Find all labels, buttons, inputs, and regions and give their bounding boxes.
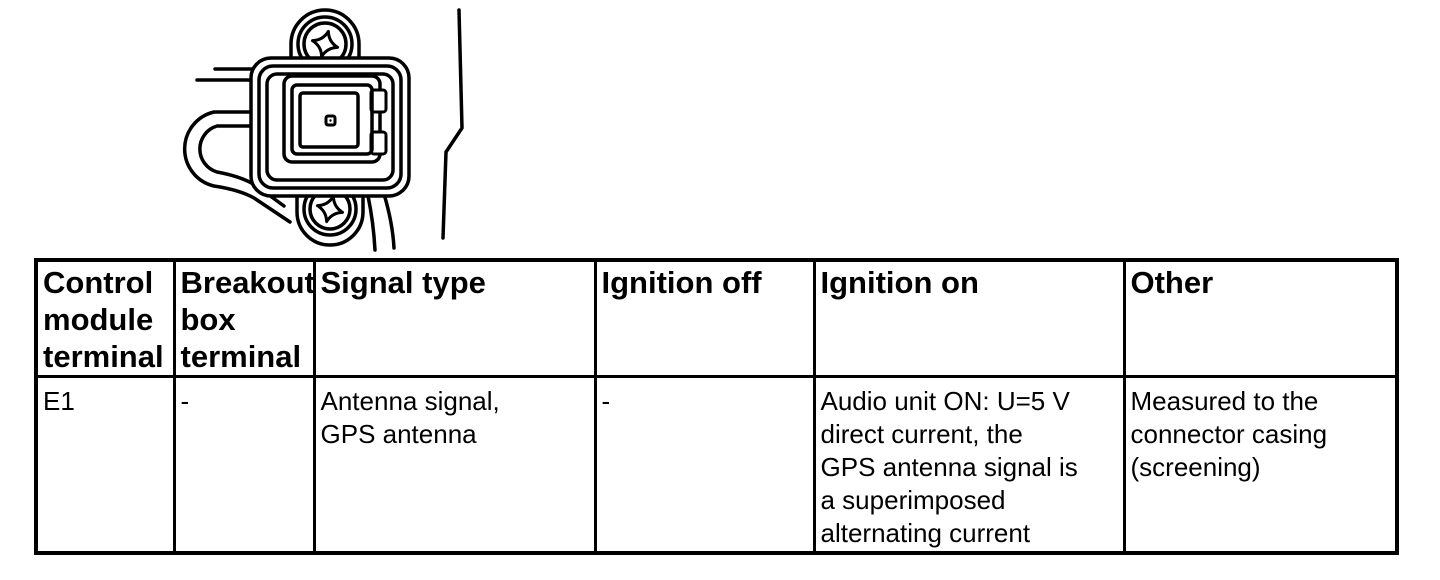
table-row: E1 - Antenna signal, GPS antenna - Audio… <box>34 375 1399 554</box>
header-ignition-on: Ignition on <box>812 258 1126 378</box>
gps-antenna-connector-illustration <box>182 8 464 252</box>
center-pin-hole <box>324 114 337 127</box>
phillips-cross-icon <box>315 194 345 224</box>
connector-body <box>249 56 411 198</box>
table-header-row: Control module terminal Breakout box ter… <box>34 258 1399 378</box>
cell-breakout-box-terminal: - <box>172 375 316 554</box>
header-control-module-terminal: Control module terminal <box>34 258 176 378</box>
cell-other: Measured to the connector casing (screen… <box>1122 375 1399 554</box>
header-signal-type: Signal type <box>312 258 597 378</box>
cell-signal-type: Antenna signal, GPS antenna <box>312 375 597 554</box>
cable-lines <box>366 192 396 252</box>
cell-ignition-off: - <box>593 375 816 554</box>
header-ignition-off: Ignition off <box>593 258 816 378</box>
header-other: Other <box>1122 258 1399 378</box>
cell-ignition-on: Audio unit ON: U=5 V direct current, the… <box>812 375 1126 554</box>
panel-edge-line <box>441 8 464 240</box>
cell-control-module-terminal: E1 <box>34 375 176 554</box>
terminal-measurement-table: Control module terminal Breakout box ter… <box>34 258 1399 555</box>
header-breakout-box-terminal: Breakout box terminal <box>172 258 316 378</box>
